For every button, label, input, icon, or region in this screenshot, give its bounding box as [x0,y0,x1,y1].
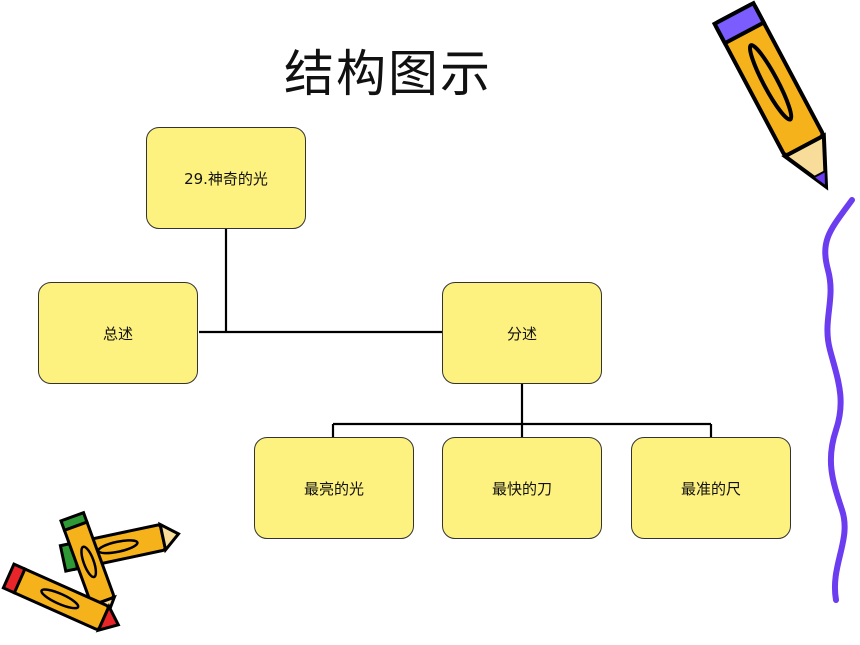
node-root: 29.神奇的光 [146,127,306,229]
node-root-label: 29.神奇的光 [184,169,268,188]
node-summary: 总述 [38,282,198,384]
node-summary-label: 总述 [102,324,133,343]
node-child-2-label: 最快的刀 [491,479,552,498]
node-details: 分述 [442,282,602,384]
node-child-2: 最快的刀 [442,437,602,539]
node-child-1: 最亮的光 [254,437,414,539]
node-child-3: 最准的尺 [631,437,791,539]
node-child-3-label: 最准的尺 [680,479,741,498]
node-child-1-label: 最亮的光 [303,479,364,498]
node-details-label: 分述 [506,324,537,343]
slide-title: 结构图示 [284,45,492,103]
